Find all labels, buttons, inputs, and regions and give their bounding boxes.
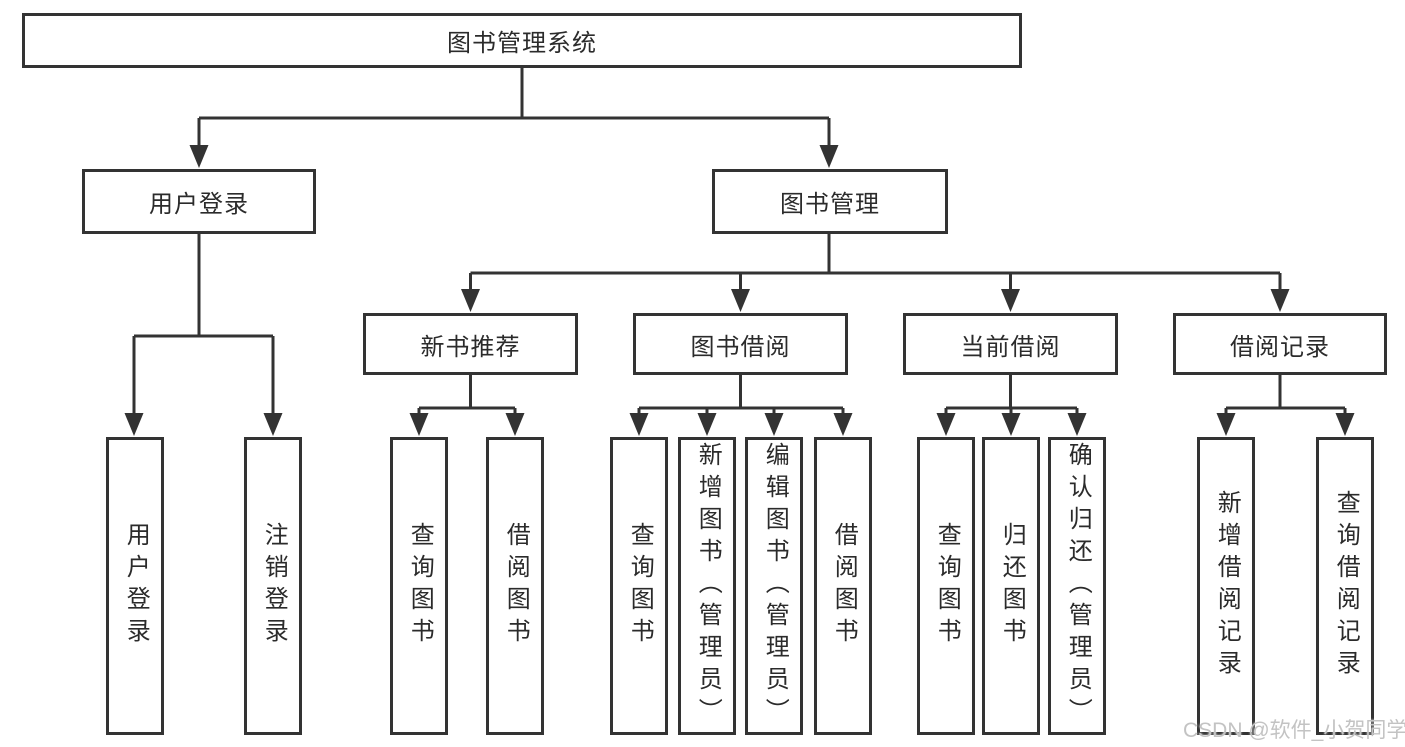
leaf-borrow-books-recommend: 借阅图书 (486, 437, 544, 735)
leaf-borrow-books-borrowing: 借阅图书 (814, 437, 872, 735)
leaf-query-books-recommend: 查询图书 (390, 437, 448, 735)
leaf-edit-books-admin: 编辑图书（管理员） (745, 437, 803, 735)
node-label: 查询图书 (406, 522, 434, 650)
leaf-add-books-admin: 新增图书（管理员） (678, 437, 736, 735)
node-label: 确认归还（管理员） (1064, 442, 1092, 730)
node-book-management: 图书管理 (712, 169, 948, 234)
leaf-return-books: 归还图书 (982, 437, 1040, 735)
leaf-confirm-return-admin: 确认归还（管理员） (1048, 437, 1106, 735)
node-label: 注销登录 (260, 522, 288, 650)
leaf-logout: 注销登录 (244, 437, 302, 735)
node-label: 图书借阅 (690, 333, 791, 361)
node-label: 归还图书 (998, 522, 1026, 650)
csdn-watermark: CSDN @软件_小贺同学 (1183, 719, 1405, 742)
node-label: 查询图书 (626, 522, 654, 650)
leaf-query-books-borrowing: 查询图书 (610, 437, 668, 735)
node-label: 借阅图书 (502, 522, 530, 650)
leaf-query-borrow-record: 查询借阅记录 (1316, 437, 1374, 735)
node-label: 用户登录 (122, 522, 150, 650)
node-label: 图书管理 (780, 191, 880, 218)
node-label: 图书管理系统 (447, 30, 597, 57)
node-book-borrowing: 图书借阅 (633, 313, 848, 375)
node-label: 借阅图书 (830, 522, 858, 650)
node-label: 借阅记录 (1230, 333, 1330, 361)
node-label: 用户登录 (149, 191, 249, 218)
leaf-user-login: 用户登录 (106, 437, 164, 735)
node-label: 当前借阅 (960, 333, 1061, 361)
node-label: 新增图书（管理员） (694, 442, 722, 730)
node-user-login: 用户登录 (82, 169, 316, 234)
node-label: 查询借阅记录 (1332, 490, 1360, 682)
node-new-book-recommendation: 新书推荐 (363, 313, 578, 375)
leaf-query-books-current: 查询图书 (917, 437, 975, 735)
connector-paths (132, 66, 1347, 424)
leaf-add-borrow-record: 新增借阅记录 (1197, 437, 1255, 735)
node-label: 新增借阅记录 (1213, 490, 1241, 682)
node-library-management-system: 图书管理系统 (22, 13, 1022, 68)
node-current-borrowing: 当前借阅 (903, 313, 1118, 375)
node-label: 编辑图书（管理员） (761, 442, 789, 730)
node-label: 查询图书 (933, 522, 961, 650)
node-borrowing-records: 借阅记录 (1173, 313, 1387, 375)
node-label: 新书推荐 (420, 333, 521, 361)
arrowheads (124, 145, 1355, 436)
